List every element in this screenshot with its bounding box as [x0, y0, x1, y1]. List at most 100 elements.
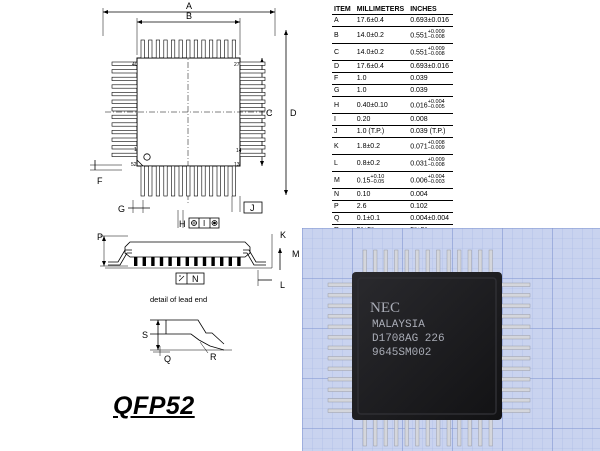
lead-pin: [140, 39, 145, 59]
package-drawing: A B C D F G H I J P K N M L S Q R 40 27 …: [90, 1, 300, 364]
lead-detail-caption: detail of lead end: [150, 295, 208, 304]
photo-pin: [415, 417, 420, 447]
photo-pin: [327, 324, 355, 329]
lead-pin: [193, 39, 198, 59]
mm-cell: 0.10: [354, 188, 409, 201]
dim-label-r: R: [210, 352, 217, 362]
lead-pin: [111, 130, 138, 135]
lead-pin: [171, 165, 176, 197]
item-cell: B: [332, 26, 355, 44]
item-cell: M: [332, 171, 355, 189]
lead-pin: [239, 114, 266, 119]
item-cell: A: [332, 14, 355, 27]
photo-pin: [327, 293, 355, 298]
inch-cell: 0.102: [408, 200, 454, 213]
mm-cell: 17.6±0.4: [354, 60, 409, 73]
photo-pin: [327, 282, 355, 287]
item-cell: K: [332, 137, 355, 155]
lead-pin: [216, 39, 221, 59]
photo-pin: [499, 293, 531, 298]
tolerance-frame-i: I: [203, 219, 205, 228]
item-cell: P: [332, 200, 355, 213]
photo-pin: [499, 303, 531, 308]
side-lead: [151, 257, 155, 266]
item-cell: Q: [332, 212, 355, 225]
photo-pin: [327, 314, 355, 319]
lead-pin: [231, 39, 236, 59]
lead-pin: [239, 69, 266, 74]
side-lead: [185, 257, 189, 266]
lead-pin: [224, 39, 229, 59]
photo-pin: [467, 249, 472, 275]
inch-cell: 0.693±0.016: [408, 60, 454, 73]
chip-marking-line: 9645SM002: [372, 347, 431, 359]
photo-pin: [327, 377, 355, 382]
mm-cell: 14.0±0.2: [354, 26, 409, 44]
lead-pin: [111, 145, 138, 150]
photo-pin: [488, 249, 493, 275]
side-lead: [159, 257, 164, 266]
photo-pin: [394, 417, 399, 447]
lead-pin: [239, 130, 266, 135]
mm-cell: 0.1±0.1: [354, 212, 409, 225]
inch-cell: 0.039: [408, 84, 454, 97]
photo-pin: [436, 417, 441, 447]
pin-number: 14: [236, 148, 242, 154]
pin-number: 52: [131, 162, 137, 168]
photo-pin: [327, 356, 355, 361]
photo-pin: [327, 335, 355, 340]
item-cell: G: [332, 84, 355, 97]
lead-pin: [111, 137, 138, 142]
pin-number: 13: [234, 162, 240, 168]
side-lead: [177, 257, 181, 266]
mm-cell: 0.15+0.10−0.05: [354, 171, 409, 189]
photo-pin: [327, 408, 355, 413]
lead-pin: [231, 165, 236, 197]
inch-cell: 0.551+0.009−0.008: [408, 26, 454, 44]
lead-pin: [239, 61, 266, 66]
item-cell: L: [332, 154, 355, 172]
mm-cell: 14.0±0.2: [354, 43, 409, 61]
chip-photo: NEC MALAYSIA D1708AG 226 9645SM002: [302, 228, 600, 451]
dim-label-s: S: [142, 330, 148, 340]
dim-label-d: D: [290, 108, 297, 118]
lead-pin: [111, 61, 138, 66]
photo-pin: [499, 398, 531, 403]
lead-pin: [239, 122, 266, 127]
lead-pin: [239, 107, 266, 112]
photo-pin: [499, 282, 531, 287]
lead-pin: [111, 76, 138, 81]
photo-pin: [373, 417, 378, 447]
inch-cell: 0.008: [408, 113, 454, 126]
mm-cell: 0.20: [354, 113, 409, 126]
lead-pin: [178, 39, 183, 59]
inch-cell: 0.004: [408, 188, 454, 201]
dim-label-f: F: [97, 176, 103, 186]
lead-pin: [148, 39, 153, 59]
photo-pin: [457, 417, 462, 447]
lead-pin: [239, 99, 266, 104]
photo-pin: [499, 387, 531, 392]
lead-pin: [155, 165, 160, 197]
lead-pin: [111, 107, 138, 112]
photo-pin: [415, 249, 420, 275]
lead-pin: [193, 165, 198, 197]
lead-pin: [171, 39, 176, 59]
side-lead: [237, 257, 241, 266]
pin-number: 27: [234, 62, 240, 68]
photo-pin: [499, 345, 531, 350]
item-cell: I: [332, 113, 355, 126]
side-lead: [228, 257, 232, 266]
item-cell: H: [332, 96, 355, 114]
photo-pin: [499, 366, 531, 371]
inch-cell: 0.551+0.009−0.008: [408, 43, 454, 61]
inch-cell: 0.071+0.008−0.009: [408, 137, 454, 155]
